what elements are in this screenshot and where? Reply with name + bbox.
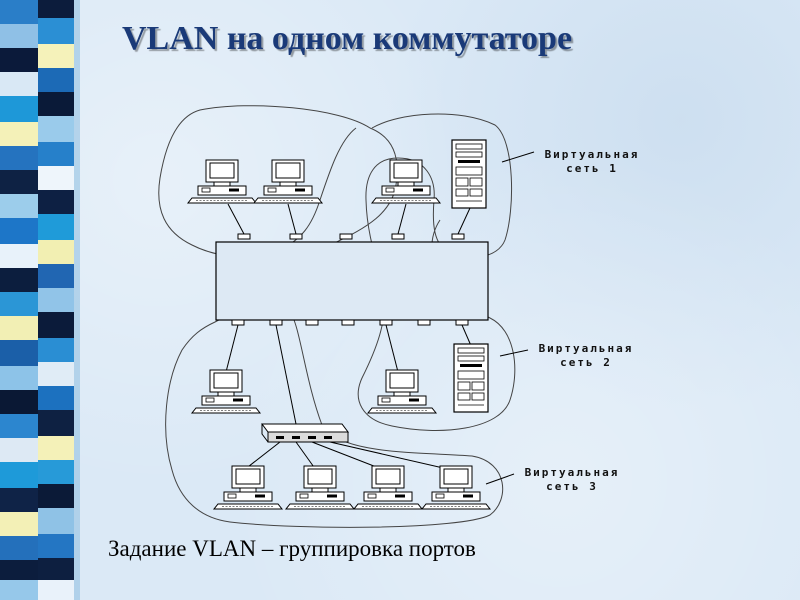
vlan-1-label-line1: Виртуальная [545, 148, 640, 161]
link [385, 324, 399, 373]
link [227, 203, 245, 235]
switch-port [455, 319, 469, 326]
computer-icon [191, 369, 261, 414]
vlan-3-label-line1: Виртуальная [525, 466, 620, 479]
switch-port [231, 319, 245, 326]
switch-port [391, 233, 405, 240]
link [243, 441, 281, 471]
switch-port [417, 319, 431, 326]
switch-port [305, 319, 319, 326]
computer-icon [353, 465, 423, 510]
computer-icon [213, 465, 283, 510]
vlan-3-label-line2: сеть 3 [546, 480, 598, 493]
main-switch [215, 241, 489, 321]
switch-port [339, 233, 353, 240]
link [329, 441, 453, 471]
computer-icon [371, 159, 441, 204]
hub [261, 423, 349, 443]
computer-icon [421, 465, 491, 510]
slide-caption: Задание VLAN – группировка портов [108, 536, 476, 561]
server-icon [453, 343, 489, 413]
link [311, 441, 385, 471]
switch-port [451, 233, 465, 240]
link [295, 441, 317, 471]
vlan-3-leader [485, 473, 515, 485]
vlan-2-label-line1: Виртуальная [539, 342, 634, 355]
vlan-2-label-line2: сеть 2 [560, 356, 612, 369]
switch-port [269, 319, 283, 326]
switch-port [379, 319, 393, 326]
link [457, 207, 471, 235]
link [287, 203, 297, 235]
computer-icon [285, 465, 355, 510]
switch-port [237, 233, 251, 240]
computer-icon [187, 159, 257, 204]
computer-icon [367, 369, 437, 414]
switch-port [341, 319, 355, 326]
server-icon [451, 139, 487, 209]
decorative-stripe [0, 0, 100, 600]
vlan-3-boundary [165, 305, 504, 528]
switch-port [289, 233, 303, 240]
computer-icon [253, 159, 323, 204]
link [225, 324, 239, 373]
vlan-1-label-line2: сеть 1 [566, 162, 618, 175]
vlan-2-leader [499, 349, 529, 357]
link [275, 324, 297, 425]
vlan-1-leader [501, 151, 535, 163]
link [397, 203, 407, 235]
slide-title: VLAN на одном коммутаторе [122, 20, 573, 57]
